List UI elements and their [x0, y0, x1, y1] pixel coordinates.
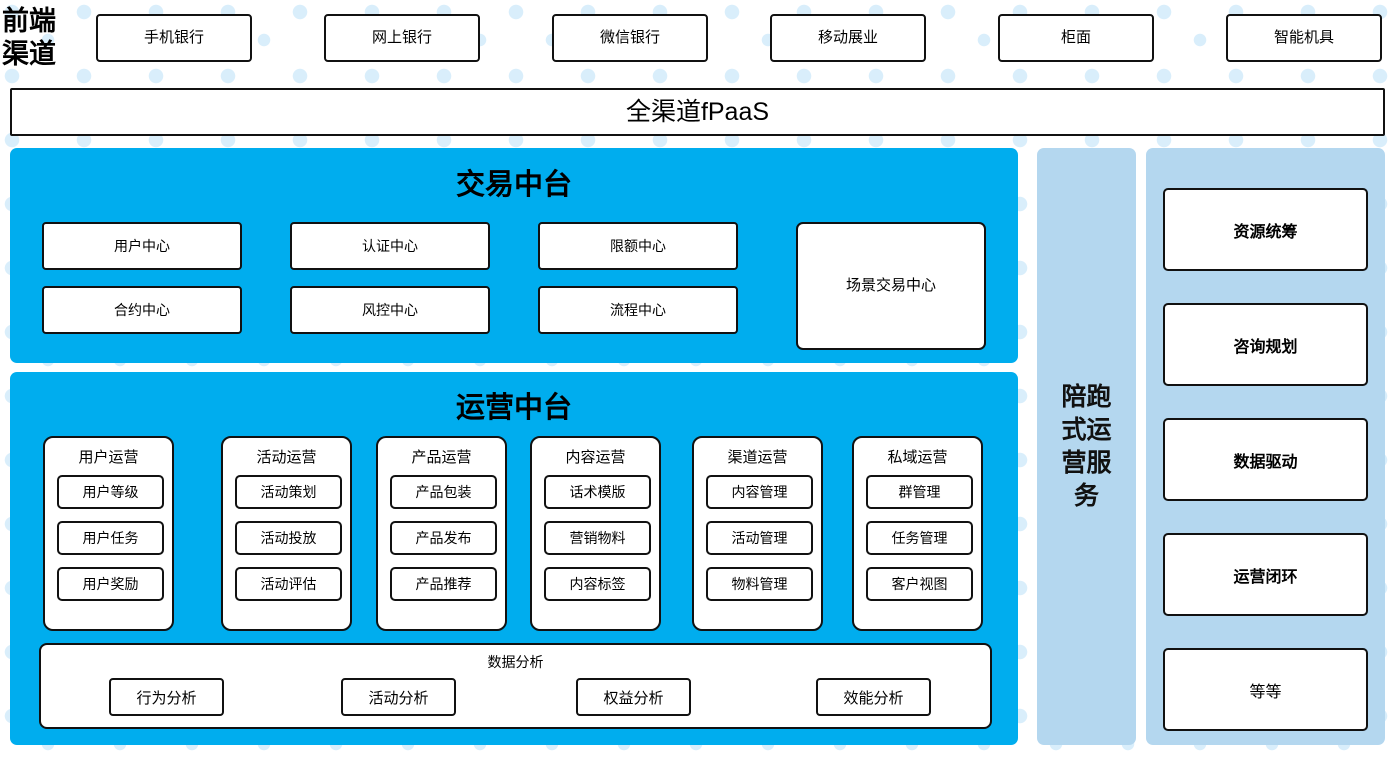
ops-group-title: 私域运营 — [887, 449, 948, 466]
fpaas-bar[interactable]: 全渠道fPaaS — [10, 88, 1385, 136]
capability-box-etc[interactable]: 等等 — [1163, 648, 1368, 731]
capability-panel: 资源统筹 咨询规划 数据驱动 运营闭环 等等 — [1146, 148, 1385, 745]
ops-item-product-release[interactable]: 产品发布 — [390, 521, 497, 555]
ops-item-content-tag[interactable]: 内容标签 — [544, 567, 651, 601]
front-channel-label: 前端 渠道 — [2, 6, 56, 69]
txn-box-process-center[interactable]: 流程中心 — [538, 286, 738, 334]
analysis-item-behavior[interactable]: 行为分析 — [109, 678, 224, 716]
ops-item-group-management[interactable]: 群管理 — [866, 475, 973, 509]
channel-box-mobile-bank[interactable]: 手机银行 — [96, 14, 252, 62]
channel-box-smart-device[interactable]: 智能机具 — [1226, 14, 1382, 62]
channel-box-wechat-bank[interactable]: 微信银行 — [552, 14, 708, 62]
channel-box-counter[interactable]: 柜面 — [998, 14, 1154, 62]
ops-item-user-task[interactable]: 用户任务 — [57, 521, 164, 555]
ops-item-script-template[interactable]: 话术模版 — [544, 475, 651, 509]
transaction-center-panel: 交易中台 用户中心 认证中心 限额中心 合约中心 风控中心 流程中心 场景交易中… — [10, 148, 1018, 363]
ops-item-product-packaging[interactable]: 产品包装 — [390, 475, 497, 509]
analysis-item-efficiency[interactable]: 效能分析 — [816, 678, 931, 716]
data-analysis-title: 数据分析 — [487, 654, 544, 670]
transaction-center-title: 交易中台 — [455, 169, 572, 201]
ops-group-title: 产品运营 — [411, 449, 472, 466]
accompanying-operation-service-panel: 陪跑式运营服务 — [1037, 148, 1136, 745]
capability-box-consulting-planning[interactable]: 咨询规划 — [1163, 303, 1368, 386]
ops-item-user-level[interactable]: 用户等级 — [57, 475, 164, 509]
channel-box-mobile-field[interactable]: 移动展业 — [770, 14, 926, 62]
ops-item-campaign-evaluation[interactable]: 活动评估 — [235, 567, 342, 601]
ops-item-content-management[interactable]: 内容管理 — [706, 475, 813, 509]
ops-item-material-management[interactable]: 物料管理 — [706, 567, 813, 601]
ops-item-campaign-delivery[interactable]: 活动投放 — [235, 521, 342, 555]
txn-box-contract-center[interactable]: 合约中心 — [42, 286, 242, 334]
ops-group-product-operation[interactable]: 产品运营 产品包装 产品发布 产品推荐 — [376, 436, 507, 631]
data-analysis-group[interactable]: 数据分析 行为分析 活动分析 权益分析 效能分析 — [39, 643, 992, 729]
txn-box-limit-center[interactable]: 限额中心 — [538, 222, 738, 270]
txn-box-risk-center[interactable]: 风控中心 — [290, 286, 490, 334]
txn-box-auth-center[interactable]: 认证中心 — [290, 222, 490, 270]
ops-group-title: 渠道运营 — [727, 449, 788, 466]
capability-box-resource-coordination[interactable]: 资源统筹 — [1163, 188, 1368, 271]
ops-item-marketing-material[interactable]: 营销物料 — [544, 521, 651, 555]
ops-item-campaign-management[interactable]: 活动管理 — [706, 521, 813, 555]
ops-group-content-operation[interactable]: 内容运营 话术模版 营销物料 内容标签 — [530, 436, 661, 631]
analysis-item-benefit[interactable]: 权益分析 — [576, 678, 691, 716]
ops-item-product-recommendation[interactable]: 产品推荐 — [390, 567, 497, 601]
txn-box-scenario-trade-center[interactable]: 场景交易中心 — [796, 222, 986, 350]
channel-box-online-bank[interactable]: 网上银行 — [324, 14, 480, 62]
analysis-item-campaign[interactable]: 活动分析 — [341, 678, 456, 716]
operation-center-title: 运营中台 — [455, 392, 572, 424]
ops-group-title: 用户运营 — [78, 449, 139, 466]
capability-box-data-driven[interactable]: 数据驱动 — [1163, 418, 1368, 501]
ops-item-campaign-planning[interactable]: 活动策划 — [235, 475, 342, 509]
ops-group-private-domain-operation[interactable]: 私域运营 群管理 任务管理 客户视图 — [852, 436, 983, 631]
ops-group-channel-operation[interactable]: 渠道运营 内容管理 活动管理 物料管理 — [692, 436, 823, 631]
txn-box-user-center[interactable]: 用户中心 — [42, 222, 242, 270]
accompanying-operation-service-label: 陪跑式运营服务 — [1061, 382, 1112, 510]
ops-group-title: 内容运营 — [565, 449, 626, 466]
ops-group-title: 活动运营 — [256, 449, 317, 466]
ops-item-task-management[interactable]: 任务管理 — [866, 521, 973, 555]
capability-box-operation-closed-loop[interactable]: 运营闭环 — [1163, 533, 1368, 616]
ops-group-user-operation[interactable]: 用户运营 用户等级 用户任务 用户奖励 — [43, 436, 174, 631]
ops-item-customer-view[interactable]: 客户视图 — [866, 567, 973, 601]
ops-item-user-reward[interactable]: 用户奖励 — [57, 567, 164, 601]
ops-group-campaign-operation[interactable]: 活动运营 活动策划 活动投放 活动评估 — [221, 436, 352, 631]
